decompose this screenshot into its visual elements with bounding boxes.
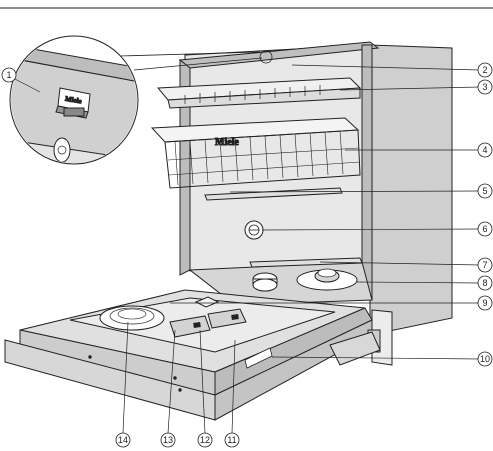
svg-text:9: 9 — [482, 298, 487, 308]
callout-6: 6 — [478, 222, 492, 236]
rinse-aid-reservoir — [100, 306, 164, 330]
callout-1: 1 — [2, 68, 16, 82]
svg-text:6: 6 — [482, 224, 487, 234]
callout-4: 4 — [478, 143, 492, 157]
callout-10: 10 — [478, 352, 492, 366]
svg-text:7: 7 — [482, 260, 487, 270]
magnified-inset: Miele — [10, 36, 140, 200]
salt-reservoir — [253, 273, 277, 291]
dishwasher-door — [5, 290, 380, 420]
svg-text:12: 12 — [200, 435, 210, 445]
svg-text:2: 2 — [482, 65, 487, 75]
callout-5: 5 — [478, 184, 492, 198]
callout-2: 2 — [478, 63, 492, 77]
svg-text:3: 3 — [482, 82, 487, 92]
rear-nozzle — [245, 221, 263, 239]
svg-text:8: 8 — [482, 278, 487, 288]
callout-13: 13 — [161, 433, 175, 447]
callout-8: 8 — [478, 276, 492, 290]
svg-text:13: 13 — [163, 435, 173, 445]
callout-12: 12 — [198, 433, 212, 447]
callout-7: 7 — [478, 258, 492, 272]
svg-text:5: 5 — [482, 186, 487, 196]
svg-text:11: 11 — [227, 435, 236, 445]
svg-text:10: 10 — [480, 354, 490, 364]
svg-text:4: 4 — [482, 145, 487, 155]
callout-3: 3 — [478, 80, 492, 94]
callout-9: 9 — [478, 296, 492, 310]
basket-brand-label: Miele — [215, 137, 239, 148]
svg-text:14: 14 — [118, 435, 128, 445]
callout-14: 14 — [116, 433, 130, 447]
svg-text:1: 1 — [6, 70, 11, 80]
callout-11: 11 — [225, 433, 239, 447]
